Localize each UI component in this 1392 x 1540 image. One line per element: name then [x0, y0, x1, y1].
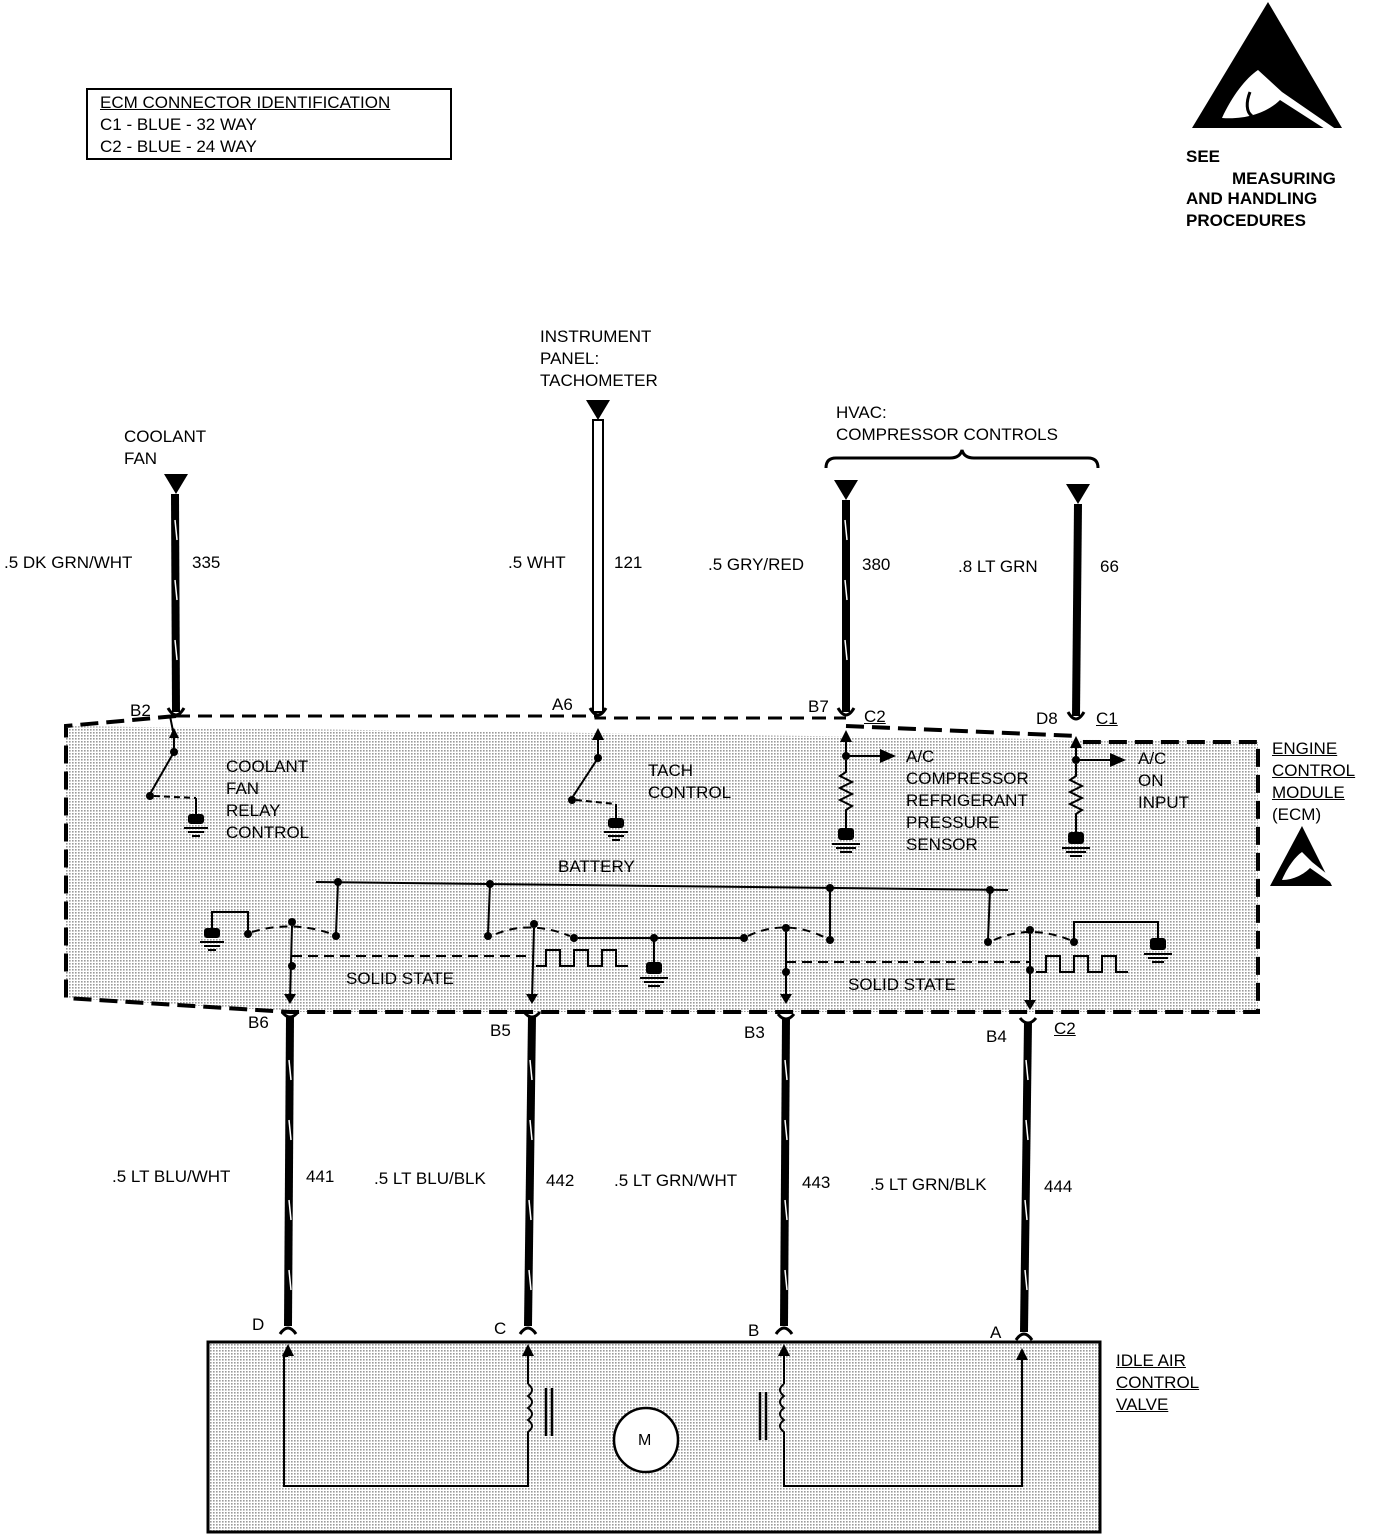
pin-a6: A6 — [552, 695, 573, 714]
hvac-label-1: HVAC: — [836, 403, 887, 422]
instrument-label-1: INSTRUMENT — [540, 327, 652, 346]
connector-c1: C1 — [1096, 709, 1118, 728]
wire-66-color: .8 LT GRN — [958, 557, 1038, 576]
wire-335 — [164, 474, 188, 717]
ac-on-label-2: ON — [1138, 771, 1164, 790]
wire-335-color: .5 DK GRN/WHT — [4, 553, 133, 572]
wire-335-circuit: 335 — [192, 553, 221, 572]
esd-note-line2: MEASURING — [1232, 169, 1336, 188]
coolant-label-2: FAN — [124, 449, 158, 468]
motor-label: M — [638, 1432, 652, 1449]
pin-b7: B7 — [808, 697, 829, 716]
esd-small-icon — [1270, 826, 1332, 886]
pin-b3: B3 — [744, 1023, 765, 1042]
relay-label-4: CONTROL — [226, 823, 310, 842]
relay-label-3: RELAY — [226, 801, 281, 820]
ac-sensor-label-1: A/C — [906, 747, 935, 766]
iac-windings — [282, 1344, 1028, 1487]
ecm-name-4: (ECM) — [1272, 805, 1322, 824]
connector-c2-top: C2 — [864, 707, 886, 726]
wire-443-circuit: 443 — [802, 1173, 831, 1192]
wire-442-circuit: 442 — [546, 1171, 575, 1190]
tach-circuit — [568, 728, 628, 841]
solid-state-right: SOLID STATE — [848, 975, 957, 994]
pin-b2: B2 — [130, 701, 151, 720]
ecm-name-2: CONTROL — [1272, 761, 1356, 780]
esd-note-line1: SEE — [1186, 147, 1221, 166]
ac-pressure-circuit — [832, 730, 896, 853]
esd-warning-icon — [1192, 2, 1342, 136]
relay-label-2: FAN — [226, 779, 260, 798]
iac-name-2: CONTROL — [1116, 1373, 1200, 1392]
wire-441-color: .5 LT BLU/WHT — [112, 1167, 231, 1186]
wire-380 — [834, 480, 858, 717]
iac-name-1: IDLE AIR — [1116, 1351, 1186, 1370]
legend-row-c2: C2 - BLUE - 24 WAY — [100, 137, 257, 156]
wire-444-color: .5 LT GRN/BLK — [870, 1175, 987, 1194]
relay-label-1: COOLANT — [226, 757, 309, 776]
pin-d8: D8 — [1036, 709, 1058, 728]
wire-443-color: .5 LT GRN/WHT — [614, 1171, 738, 1190]
ac-sensor-label-3: REFRIGERANT — [906, 791, 1028, 810]
wire-66 — [1066, 484, 1090, 721]
ac-on-circuit — [1062, 736, 1126, 857]
instrument-label-2: PANEL: — [540, 349, 600, 368]
wire-380-circuit: 380 — [862, 555, 891, 574]
hvac-brace — [824, 449, 1100, 469]
ac-sensor-label-4: PRESSURE — [906, 813, 1000, 832]
ecm-module-box — [64, 714, 1260, 1014]
valve-pin-d: D — [252, 1315, 265, 1334]
solid-state-drivers — [200, 878, 1172, 1010]
pin-b5: B5 — [490, 1021, 511, 1040]
valve-pin-c: C — [494, 1319, 507, 1338]
legend-row-c1: C1 - BLUE - 32 WAY — [100, 115, 257, 134]
wire-444 — [1014, 1017, 1038, 1341]
iac-name-3: VALVE — [1116, 1395, 1169, 1414]
ecm-connector-legend: ECM CONNECTOR IDENTIFICATION C1 - BLUE -… — [86, 88, 452, 160]
pin-b6: B6 — [248, 1013, 269, 1032]
solid-state-left: SOLID STATE — [346, 969, 455, 988]
wire-441 — [278, 1011, 300, 1335]
coolant-relay-circuit — [146, 715, 208, 837]
wire-444-circuit: 444 — [1044, 1177, 1073, 1196]
wire-441-circuit: 441 — [306, 1167, 335, 1186]
wire-443 — [774, 1013, 796, 1335]
valve-pin-b: B — [748, 1321, 760, 1340]
wire-442 — [518, 1011, 542, 1335]
iac-valve-box — [206, 1340, 1102, 1534]
ac-on-label-1: A/C — [1138, 749, 1167, 768]
ac-on-label-3: INPUT — [1138, 793, 1189, 812]
wire-442-color: .5 LT BLU/BLK — [374, 1169, 486, 1188]
hvac-label-2: COMPRESSOR CONTROLS — [836, 425, 1058, 444]
ecm-name-1: ENGINE — [1272, 739, 1338, 758]
legend-title: ECM CONNECTOR IDENTIFICATION — [100, 93, 391, 112]
ecm-name-3: MODULE — [1272, 783, 1345, 802]
tach-label-1: TACH — [648, 761, 694, 780]
wire-121 — [586, 400, 610, 717]
wire-380-color: .5 GRY/RED — [708, 555, 805, 574]
esd-note-line3: AND HANDLING — [1186, 189, 1318, 208]
wire-121-color: .5 WHT — [508, 553, 566, 572]
battery-label: BATTERY — [558, 857, 635, 876]
ac-sensor-label-2: COMPRESSOR — [906, 769, 1029, 788]
valve-pin-a: A — [990, 1323, 1002, 1342]
tach-label-2: CONTROL — [648, 783, 732, 802]
coolant-label-1: COOLANT — [124, 427, 207, 446]
wire-66-circuit: 66 — [1100, 557, 1119, 576]
esd-note-line4: PROCEDURES — [1186, 211, 1306, 230]
connector-c2-bottom: C2 — [1054, 1019, 1076, 1038]
ac-sensor-label-5: SENSOR — [906, 835, 978, 854]
pin-b4: B4 — [986, 1027, 1007, 1046]
wire-121-circuit: 121 — [614, 553, 643, 572]
instrument-label-3: TACHOMETER — [540, 371, 658, 390]
